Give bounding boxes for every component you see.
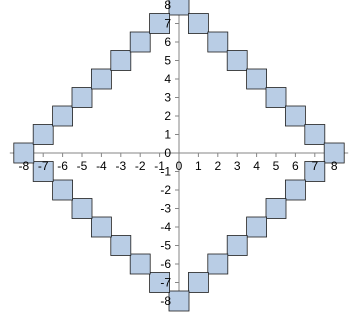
data-point [265, 198, 287, 219]
y-tick-label: -5 [160, 239, 171, 253]
data-point [52, 105, 73, 127]
y-tick-label: 8 [164, 0, 171, 12]
data-point [187, 272, 209, 293]
y-tick-label: 6 [164, 35, 171, 49]
y-tick-label: -7 [160, 276, 171, 290]
y-tick-label: -2 [160, 183, 171, 197]
data-point [207, 31, 229, 53]
data-point [32, 161, 54, 182]
data-point [71, 198, 93, 219]
data-point [91, 216, 112, 238]
x-tick-label: 8 [331, 159, 338, 173]
y-tick-label: 5 [164, 54, 171, 68]
y-tick-label: -4 [160, 220, 171, 234]
data-point [323, 142, 345, 164]
x-tick-label: -4 [96, 159, 107, 173]
data-point [71, 87, 93, 108]
data-point [284, 105, 306, 127]
x-tick-label: 7 [311, 159, 318, 173]
y-tick-label: 0 [164, 146, 171, 160]
y-tick-label: 3 [164, 91, 171, 105]
data-point [168, 290, 190, 312]
axes [9, 0, 349, 308]
x-tick-label: -6 [57, 159, 68, 173]
data-point [129, 31, 151, 53]
data-point [129, 253, 151, 275]
x-tick-label: -2 [135, 159, 146, 173]
x-tick-label: 4 [253, 159, 260, 173]
data-point [110, 235, 132, 256]
x-tick-label: 6 [292, 159, 299, 173]
y-tick-label: -6 [160, 257, 171, 271]
data-points [13, 0, 345, 312]
x-tick-label: -5 [77, 159, 88, 173]
y-tick-label: -1 [160, 165, 171, 179]
y-tick-label: 7 [164, 17, 171, 31]
x-tick-label: -7 [38, 159, 49, 173]
data-point [304, 161, 326, 182]
data-point [207, 253, 229, 275]
data-point [187, 13, 209, 34]
x-tick-label: 0 [176, 159, 183, 173]
data-point [284, 179, 306, 201]
x-tick-label: -1 [154, 159, 165, 173]
data-point [226, 50, 248, 71]
y-tick-label: -3 [160, 202, 171, 216]
data-point [149, 13, 171, 34]
x-tick-label: 5 [273, 159, 280, 173]
x-tick-label: 1 [195, 159, 202, 173]
y-tick-label: 4 [164, 72, 171, 86]
y-tick-label: 1 [164, 128, 171, 142]
x-tick-label: -3 [115, 159, 126, 173]
data-point [32, 124, 54, 145]
data-point [149, 272, 171, 293]
data-point [226, 235, 248, 256]
data-point [168, 0, 190, 16]
data-point [91, 68, 112, 90]
data-point [246, 216, 268, 238]
y-tick-label: 2 [164, 109, 171, 123]
data-point [52, 179, 73, 201]
data-point [110, 50, 132, 71]
data-point [265, 87, 287, 108]
x-tick-label: 2 [214, 159, 221, 173]
data-point [304, 124, 326, 145]
data-point [13, 142, 35, 164]
y-tick-label: -8 [160, 294, 171, 308]
x-tick-label: -8 [18, 159, 29, 173]
x-tick-label: 3 [234, 159, 241, 173]
data-point [246, 68, 268, 90]
